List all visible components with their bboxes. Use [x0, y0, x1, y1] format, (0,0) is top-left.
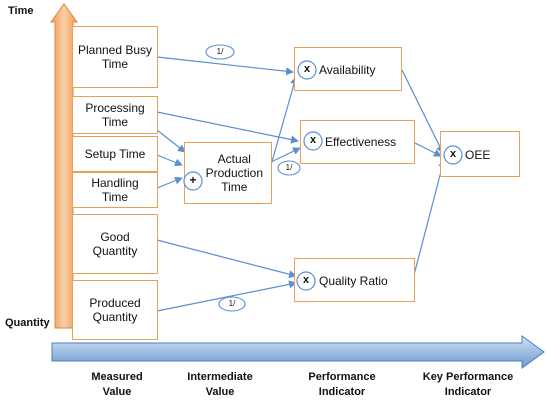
column-performance-indicator: Performance Indicator — [308, 371, 376, 398]
good-quantity-box: Good Quantity — [72, 214, 158, 274]
time-axis-label: Time — [8, 5, 34, 17]
arrow-planned-to-availability — [156, 56, 294, 76]
quantity-axis-label: Quantity — [5, 317, 50, 329]
arrow-processing-to-effectiveness — [156, 111, 299, 144]
handling-time-box: Handling Time — [72, 172, 158, 208]
produced-quantity-box: Produced Quantity — [72, 280, 158, 340]
effectiveness-label: Effectiveness — [325, 135, 397, 149]
inverse-label-produced: 1/ — [228, 299, 236, 308]
multiply-label-availability: x — [303, 63, 311, 75]
arrow-actual-to-availability — [270, 76, 298, 166]
arrow-handling-to-actual — [156, 176, 183, 189]
multiply-circle-effectiveness — [303, 131, 323, 151]
multiply-label-oee: x — [449, 148, 457, 160]
arrow-setup-to-actual — [156, 154, 183, 167]
oee-label: OEE — [465, 148, 491, 162]
arrow-good-to-quality — [156, 239, 297, 279]
arrow-availability-to-oee — [401, 69, 444, 154]
multiply-circle-quality — [296, 271, 316, 291]
processing-time-box: Processing Time — [72, 96, 158, 134]
inverse-oval-produced — [218, 296, 246, 312]
inverse-oval-planned — [205, 44, 235, 60]
arrow-quality-to-oee — [413, 159, 447, 276]
inverse-label-planned: 1/ — [216, 47, 224, 56]
actual-production-time-box: Actual Production Time — [184, 142, 272, 204]
horizontal-axis-arrow — [51, 335, 545, 369]
multiply-circle-oee — [443, 145, 463, 165]
setup-time-box: Setup Time — [72, 136, 158, 172]
inverse-label-actual: 1/ — [285, 163, 293, 172]
actual-production-time-label: Actual Production Time — [205, 152, 263, 194]
arrow-actual-to-effectiveness — [270, 147, 301, 163]
inverse-oval-actual — [277, 160, 301, 176]
vertical-axis-arrow — [50, 3, 78, 329]
column-measured-value: Measured Value — [91, 371, 143, 398]
effectiveness-box — [300, 120, 415, 164]
arrow-effectiveness-to-oee — [414, 142, 442, 157]
multiply-label-quality: x — [302, 274, 310, 286]
sum-circle-actual — [183, 171, 203, 191]
arrow-produced-to-quality — [156, 280, 297, 312]
planned-busy-time-box: Planned Busy Time — [72, 26, 158, 88]
sum-label-actual: + — [189, 173, 197, 187]
arrow-processing-to-actual — [156, 129, 186, 153]
column-kpi: Key Performance Indicator — [422, 371, 514, 398]
multiply-label-effectiveness: x — [309, 134, 317, 146]
column-intermediate-value: Intermediate Value — [187, 371, 253, 398]
availability-label: Availability — [319, 63, 376, 77]
multiply-circle-availability — [297, 60, 317, 80]
quality-ratio-label: Quality Ratio — [319, 274, 388, 288]
